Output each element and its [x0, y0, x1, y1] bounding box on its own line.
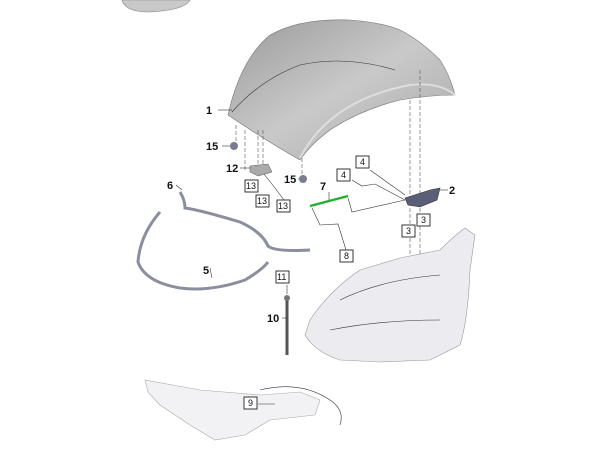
boxed-label-11: 11: [275, 270, 290, 284]
cable-part-highlight: [309, 194, 349, 208]
label-15-left: 15: [206, 141, 218, 153]
svg-text:9: 9: [248, 398, 253, 408]
front-crossmember: [144, 379, 321, 441]
boxed-label-9: 9: [243, 396, 258, 410]
latch-part: [404, 187, 441, 208]
label-2: 2: [449, 185, 455, 197]
svg-text:13: 13: [278, 201, 288, 211]
svg-text:8: 8: [344, 251, 349, 261]
label-1: 1: [206, 105, 212, 117]
seal-rear-part: [136, 211, 270, 291]
label-5: 5: [203, 265, 209, 277]
boxed-label-3a: 3: [416, 213, 431, 227]
label-12: 12: [226, 163, 238, 175]
boxed-label-8: 8: [339, 249, 354, 263]
svg-text:11: 11: [277, 272, 286, 282]
label-7: 7: [320, 181, 326, 193]
top-part-fragment: [121, 0, 191, 13]
svg-text:4: 4: [360, 157, 365, 167]
svg-text:3: 3: [421, 215, 426, 225]
boxed-label-4b: 4: [336, 168, 351, 182]
hood-part: [227, 19, 456, 161]
hinge-part: [249, 163, 273, 177]
svg-text:4: 4: [341, 170, 346, 180]
boxed-label-13a: 13: [244, 179, 259, 193]
boxed-label-3b: 3: [401, 224, 416, 238]
svg-text:13: 13: [257, 196, 267, 206]
front-body-structure: [304, 227, 476, 363]
label-6: 6: [167, 180, 173, 192]
bump-stop-right: [299, 175, 307, 183]
seal-front-part: [178, 191, 311, 252]
label-10: 10: [267, 313, 279, 325]
boxed-label-13c: 13: [276, 199, 291, 213]
svg-text:13: 13: [246, 181, 256, 191]
boxed-label-13b: 13: [255, 194, 270, 208]
label-15-right: 15: [284, 174, 296, 186]
bump-stop-left: [230, 142, 238, 150]
boxed-label-4a: 4: [355, 155, 370, 169]
svg-text:3: 3: [406, 226, 411, 236]
